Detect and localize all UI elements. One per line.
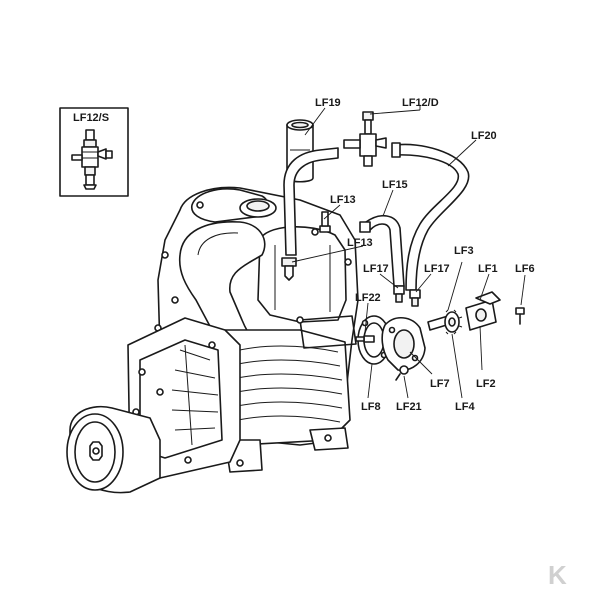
inset-lf12s: LF12/S bbox=[59, 107, 129, 197]
pump-body bbox=[154, 119, 359, 473]
part-lf21-bolt bbox=[395, 365, 409, 381]
fitting-lf17-a bbox=[393, 285, 405, 303]
label-lf1: LF1 bbox=[478, 263, 498, 275]
label-lf3: LF3 bbox=[454, 245, 474, 257]
leader-lines bbox=[291, 106, 526, 399]
part-lf6-screw bbox=[515, 307, 525, 325]
label-lf21: LF21 bbox=[396, 401, 422, 413]
label-lf8: LF8 bbox=[361, 401, 381, 413]
label-lf20: LF20 bbox=[471, 130, 497, 142]
label-lf12d: LF12/D bbox=[402, 97, 439, 109]
label-lf17-b: LF17 bbox=[424, 263, 450, 275]
part-lf22-screw bbox=[355, 335, 375, 343]
label-lf15: LF15 bbox=[382, 179, 408, 191]
label-lf7: LF7 bbox=[430, 378, 450, 390]
part-lf7-cover bbox=[381, 317, 426, 372]
label-lf2: LF2 bbox=[476, 378, 496, 390]
label-lf13-a: LF13 bbox=[330, 194, 356, 206]
label-lf12s: LF12/S bbox=[73, 112, 109, 124]
label-lf13-b: LF13 bbox=[347, 237, 373, 249]
label-lf6: LF6 bbox=[515, 263, 535, 275]
fitting-lf17-b bbox=[409, 289, 421, 307]
brand-watermark-logo: K bbox=[548, 560, 567, 590]
label-lf19: LF19 bbox=[315, 97, 341, 109]
label-lf4: LF4 bbox=[455, 401, 475, 413]
label-lf22: LF22 bbox=[355, 292, 381, 304]
housing-ribs bbox=[171, 344, 219, 446]
part-lf1-lf2-bracket bbox=[465, 291, 501, 331]
drive-housing bbox=[66, 317, 241, 494]
valve-lf12d bbox=[343, 111, 387, 167]
part-lf4-shaft-gear bbox=[427, 309, 463, 335]
hose-lf19 bbox=[281, 147, 339, 281]
label-lf17-a: LF17 bbox=[363, 263, 389, 275]
part-labels: LF19 LF12/D LF20 LF15 LF13 LF13 LF3 LF17… bbox=[315, 97, 535, 413]
inset-valve-icon bbox=[71, 129, 113, 190]
svg-text:K: K bbox=[548, 560, 567, 590]
fitting-lf13-a bbox=[319, 211, 331, 233]
